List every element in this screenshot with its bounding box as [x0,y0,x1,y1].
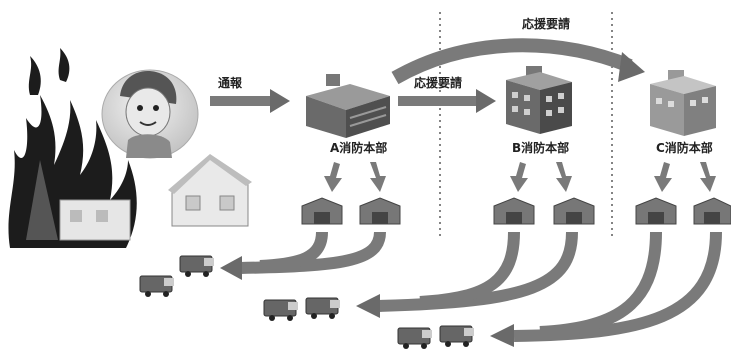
request-label-lower: 応援要請 [414,75,462,90]
headquarters-icon [650,70,716,136]
support-request-arrow-to-b [398,89,496,113]
fire-engine-icon [264,300,298,321]
dispatch-arrows [324,162,716,192]
request-label-upper: 応援要請 [522,16,570,31]
fire-station-icon [360,198,400,224]
fire-station-icon [694,198,731,224]
fire-engine-icon [306,298,340,319]
report-label: 通報 [218,75,243,90]
house-icon [168,154,252,226]
fire-station-icon [494,198,534,224]
fire-engine-icon [440,326,474,347]
fire-station-icon [302,198,342,224]
hq-a-label: A消防本部 [330,140,387,155]
report-arrow [210,89,290,113]
hq-b-label: B消防本部 [512,140,569,155]
fire-station-icon [554,198,594,224]
fire-engine-icon [140,276,174,297]
hq-c-label: C消防本部 [656,140,713,155]
caller-icon [102,70,198,158]
headquarters-icon [506,66,572,134]
fire-engine-icon [180,256,214,277]
return-arrow-b [356,232,572,318]
fire-icon [8,48,136,248]
fire-engine-icon [398,328,432,349]
headquarters-icon [306,74,390,138]
return-arrow-a [220,232,380,280]
fire-station-icon [636,198,676,224]
